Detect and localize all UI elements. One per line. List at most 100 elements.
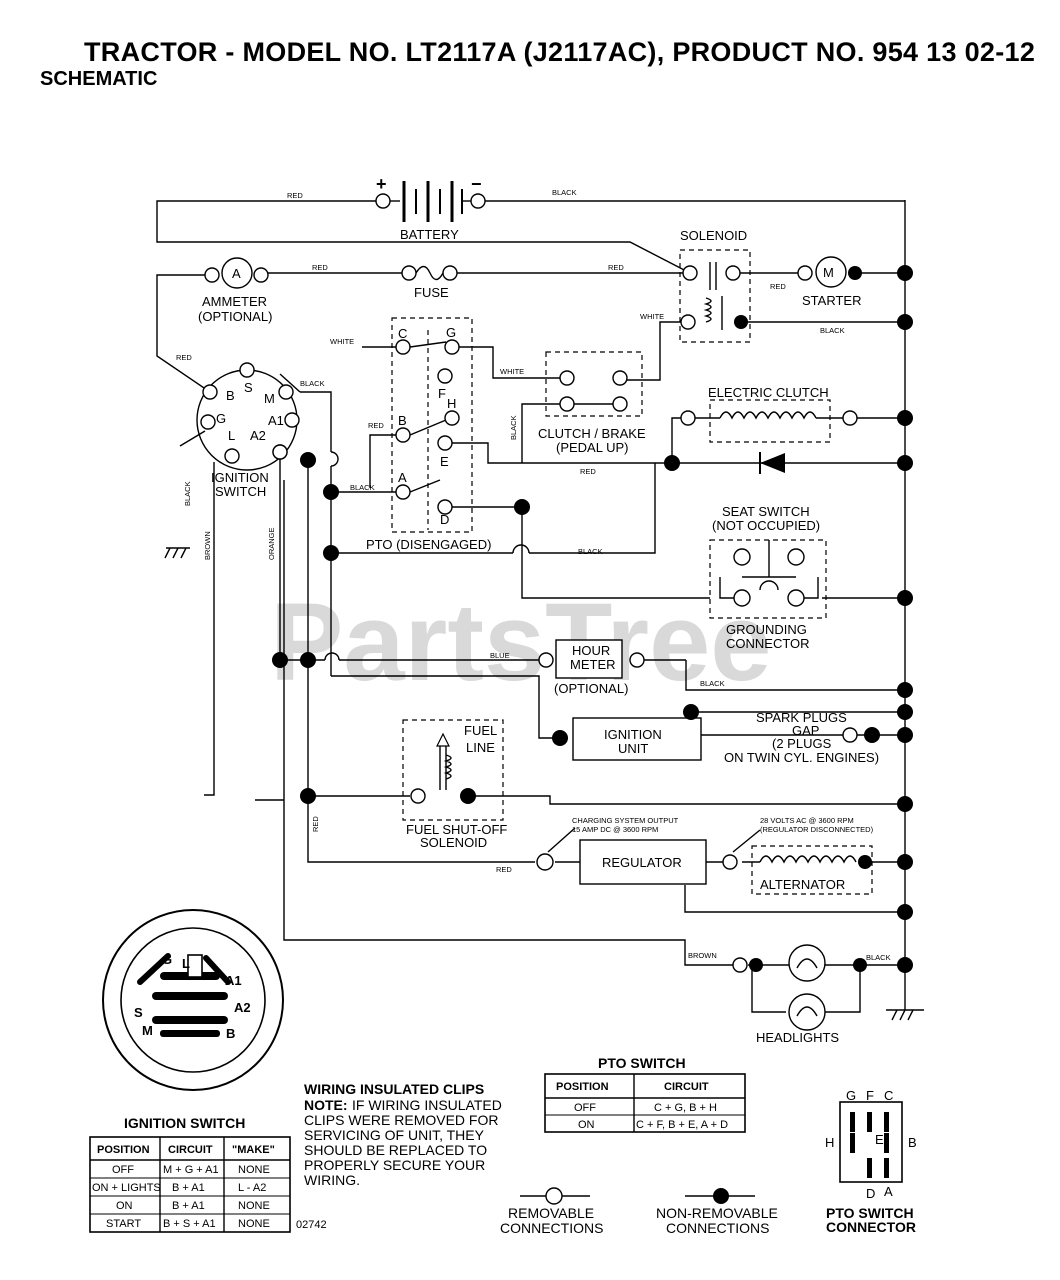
pto-connector-label-1: PTO SWITCH: [826, 1205, 914, 1221]
ignition-switch-schematic: B S M G L A2 A1 IGNITION SWITCH RED BLAC…: [176, 353, 325, 832]
wire-label-red: RED: [368, 421, 384, 430]
pto-terminal-a: A: [398, 470, 407, 485]
pto-terminal-c: C: [398, 326, 407, 341]
fuse: FUSE RED: [401, 263, 624, 300]
solenoid-label: SOLENOID: [680, 228, 747, 243]
charging-label-2: 15 AMP DC @ 3600 RPM: [572, 825, 658, 834]
pto-terminal-g: G: [446, 325, 456, 340]
grounding-label-1: GROUNDING: [726, 622, 807, 637]
spark-label-4: ON TWIN CYL. ENGINES): [724, 750, 879, 765]
fuse-label: FUSE: [414, 285, 449, 300]
page-subtitle: SCHEMATIC: [40, 68, 158, 90]
spark-label-3: (2 PLUGS: [772, 736, 832, 751]
battery-plus: +: [376, 174, 387, 194]
wire-label-white: WHITE: [330, 337, 354, 346]
face-terminal-a2: A2: [234, 1000, 251, 1015]
wire-label-red: RED: [176, 353, 192, 362]
battery-minus: −: [471, 174, 482, 194]
headlights-label: HEADLIGHTS: [756, 1030, 839, 1045]
page-title: TRACTOR - MODEL NO. LT2117A (J2117AC), P…: [84, 37, 1036, 67]
conn-terminal-f: F: [866, 1088, 874, 1103]
ign-terminal-s: S: [244, 380, 253, 395]
ign-table-cell: START: [106, 1218, 141, 1230]
seat-switch: SEAT SWITCH (NOT OCCUPIED) GROUNDING CON…: [709, 504, 913, 651]
wire-label-red: RED: [311, 816, 320, 832]
ign-terminal-m: M: [264, 391, 275, 406]
ign-table-cell: B + A1: [172, 1200, 205, 1212]
ign-table-cell: B + A1: [172, 1182, 205, 1194]
conn-terminal-d: D: [866, 1186, 875, 1201]
wire-label-black: BLACK: [700, 679, 725, 688]
pto-table-cell: C + F, B + E, A + D: [636, 1119, 728, 1131]
wire-label-orange: ORANGE: [267, 527, 276, 560]
pto-connector-label-2: CONNECTOR: [826, 1219, 916, 1235]
volts-label-2: (REGULATOR DISCONNECTED): [760, 825, 874, 834]
wire-label-black: BLACK: [300, 379, 325, 388]
regulator: REGULATOR CHARGING SYSTEM OUTPUT 15 AMP …: [496, 816, 874, 885]
nonremovable-label-2: CONNECTIONS: [666, 1220, 769, 1236]
ammeter: A AMMETER (OPTIONAL) RED: [198, 257, 328, 324]
ign-table-cell: M + G + A1: [163, 1164, 219, 1176]
conn-terminal-g: G: [846, 1088, 856, 1103]
hour-meter: HOUR METER (OPTIONAL) BLUE BLACK: [490, 639, 913, 698]
alternator: ALTERNATOR: [751, 845, 913, 920]
wire-label-red: RED: [287, 191, 303, 200]
fuel-solenoid: FUEL LINE FUEL SHUT-OFF SOLENOID: [402, 719, 913, 850]
starter-symbol: M: [823, 265, 834, 280]
wire-label-black: BLACK: [350, 483, 375, 492]
junction-nodes: [272, 444, 530, 804]
pto-terminal-f: F: [438, 386, 446, 401]
ign-switch-label-1: IGNITION: [211, 470, 269, 485]
ign-terminal-b: B: [226, 388, 235, 403]
electric-clutch: ELECTRIC CLUTCH: [664, 385, 913, 474]
pto-label: PTO (DISENGAGED): [366, 537, 491, 552]
note-line: WIRING.: [304, 1172, 360, 1188]
fuel-label-1: FUEL: [464, 723, 497, 738]
spark-label-1: SPARK PLUGS: [756, 710, 847, 725]
wire-label-black: BLACK: [552, 188, 577, 197]
pto-switch-connector: G F C H E B D A PTO SWITCH CONNECTOR: [825, 1088, 917, 1235]
pto-table-cell: C + G, B + H: [654, 1102, 717, 1114]
fuel-solenoid-label-2: SOLENOID: [420, 835, 487, 850]
ignition-switch-face: G L A1 A2 S M B: [102, 909, 284, 1091]
wire-label-black: BLACK: [820, 326, 845, 335]
clutch-brake-switch: CLUTCH / BRAKE (PEDAL UP): [538, 351, 646, 455]
part-code: 02742: [296, 1219, 327, 1231]
ammeter-optional-label: (OPTIONAL): [198, 309, 272, 324]
watermark: PartsTree: [270, 581, 771, 704]
pto-table-cell: ON: [578, 1119, 595, 1131]
solenoid: SOLENOID WHITE RED BLACK: [640, 228, 845, 343]
grounding-label-2: CONNECTOR: [726, 636, 810, 651]
charging-label-1: CHARGING SYSTEM OUTPUT: [572, 816, 679, 825]
alternator-label: ALTERNATOR: [760, 877, 845, 892]
wiring-note: WIRING INSULATED CLIPS NOTE: IF WIRING I…: [304, 1081, 502, 1188]
face-terminal-b: B: [226, 1026, 235, 1041]
face-terminal-l: L: [182, 956, 190, 971]
wire-label-red: RED: [496, 865, 512, 874]
conn-terminal-h: H: [825, 1135, 834, 1150]
ammeter-label: AMMETER: [202, 294, 267, 309]
starter: M STARTER: [797, 256, 913, 330]
face-terminal-a1: A1: [225, 973, 242, 988]
pto-terminal-b: B: [398, 413, 407, 428]
ground-symbols: [164, 547, 914, 1021]
ign-switch-label-2: SWITCH: [215, 484, 266, 499]
ign-terminal-l: L: [228, 428, 235, 443]
note-prefix: NOTE:: [304, 1097, 348, 1113]
pto-table-cell: OFF: [574, 1102, 596, 1114]
connection-legend: REMOVABLE CONNECTIONS NON-REMOVABLE CONN…: [500, 1187, 778, 1236]
seat-switch-label-1: SEAT SWITCH: [722, 504, 810, 519]
note-line: SERVICING OF UNIT, THEY: [304, 1127, 485, 1143]
ignition-unit-label-1: IGNITION: [604, 727, 662, 742]
hour-meter-label-2: METER: [570, 657, 616, 672]
face-terminal-m: M: [142, 1023, 153, 1038]
note-title: WIRING INSULATED CLIPS: [304, 1081, 484, 1097]
conn-terminal-e: E: [875, 1132, 884, 1147]
ign-table-header-make: "MAKE": [232, 1144, 275, 1156]
ignition-unit: IGNITION UNIT SPARK PLUGS GAP (2 PLUGS O…: [552, 704, 913, 765]
wire-label-red: RED: [770, 282, 786, 291]
conn-terminal-b: B: [908, 1135, 917, 1150]
ign-table-header-position: POSITION: [97, 1144, 150, 1156]
ign-table-cell: NONE: [238, 1164, 270, 1176]
